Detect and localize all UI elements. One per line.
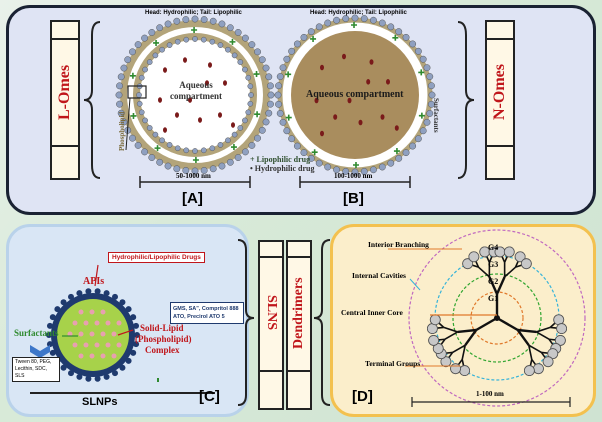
aqueous-label-left: Aqueous compartment	[170, 80, 222, 101]
slns-box	[258, 240, 284, 410]
complex-line1: Solid-Lipid	[140, 323, 184, 333]
size-label-right: 100-1000 nm	[334, 172, 373, 180]
apis-label: APIs	[83, 276, 105, 287]
head-label-right: Head: Hydrophilic; Tail: Lipophilic	[310, 10, 407, 16]
liposome-a	[115, 15, 275, 175]
left-brace	[83, 21, 101, 179]
terminal-groups-label: Terminal Groups	[365, 359, 421, 368]
size-label-left: 50-1000 nm	[176, 172, 211, 180]
hydrophilic-drug-legend: • Hydrophilic drug	[250, 164, 315, 173]
l-omes-box	[50, 20, 80, 180]
right-brace	[457, 21, 475, 179]
central-core-label: Central Inner Core	[341, 308, 403, 317]
excipients-box: GMS, SA", Compritol 888 ATO, Precirol AT…	[170, 302, 244, 324]
panel-d-brace	[313, 239, 331, 406]
tag-a: [A]	[182, 190, 203, 207]
niosome-b	[274, 14, 436, 176]
surfactant-chevron	[30, 345, 50, 358]
internal-cavities-label: Internal Cavities	[352, 271, 406, 280]
n-omes-box	[485, 20, 515, 180]
complex-line2: (Phospholipid)	[135, 334, 192, 344]
panel-c-brace	[237, 239, 255, 406]
head-label-left: Head: Hydrophilic; Tail: Lipophilic	[145, 10, 242, 16]
slnp-particle	[46, 288, 140, 382]
aqueous-label-right: Aqueous compartment	[306, 89, 404, 100]
drugs-box: Hydrophilic/Lipophilic Drugs	[108, 252, 205, 263]
surfactants-c-label: Surfactants	[14, 328, 59, 338]
lipophilic-drug-legend: + Lipophilic drug	[250, 155, 311, 164]
g2-label: G2	[488, 277, 499, 286]
panel-d	[330, 224, 596, 417]
tag-d: [D]	[352, 388, 373, 405]
complex-line3: Complex	[145, 345, 180, 355]
tag-c: [C]	[199, 388, 220, 405]
dendrimers-box	[286, 240, 312, 410]
slns-label: SLNS	[264, 295, 279, 331]
interior-branching-label: Interior Branching	[368, 240, 429, 249]
tag-b: [B]	[343, 190, 364, 207]
surf-box: Tween 80, PEG, Lecithin, SDC, SLS	[12, 357, 60, 382]
slnps-label: SLNPs	[82, 396, 118, 408]
dendrimer-size-label: 1-100 nm	[476, 390, 504, 398]
g4-label: G4	[488, 243, 499, 252]
g1-label: G1	[488, 294, 499, 303]
g3-label: G3	[488, 260, 499, 269]
surfactants-label: Surfactants	[432, 97, 440, 133]
